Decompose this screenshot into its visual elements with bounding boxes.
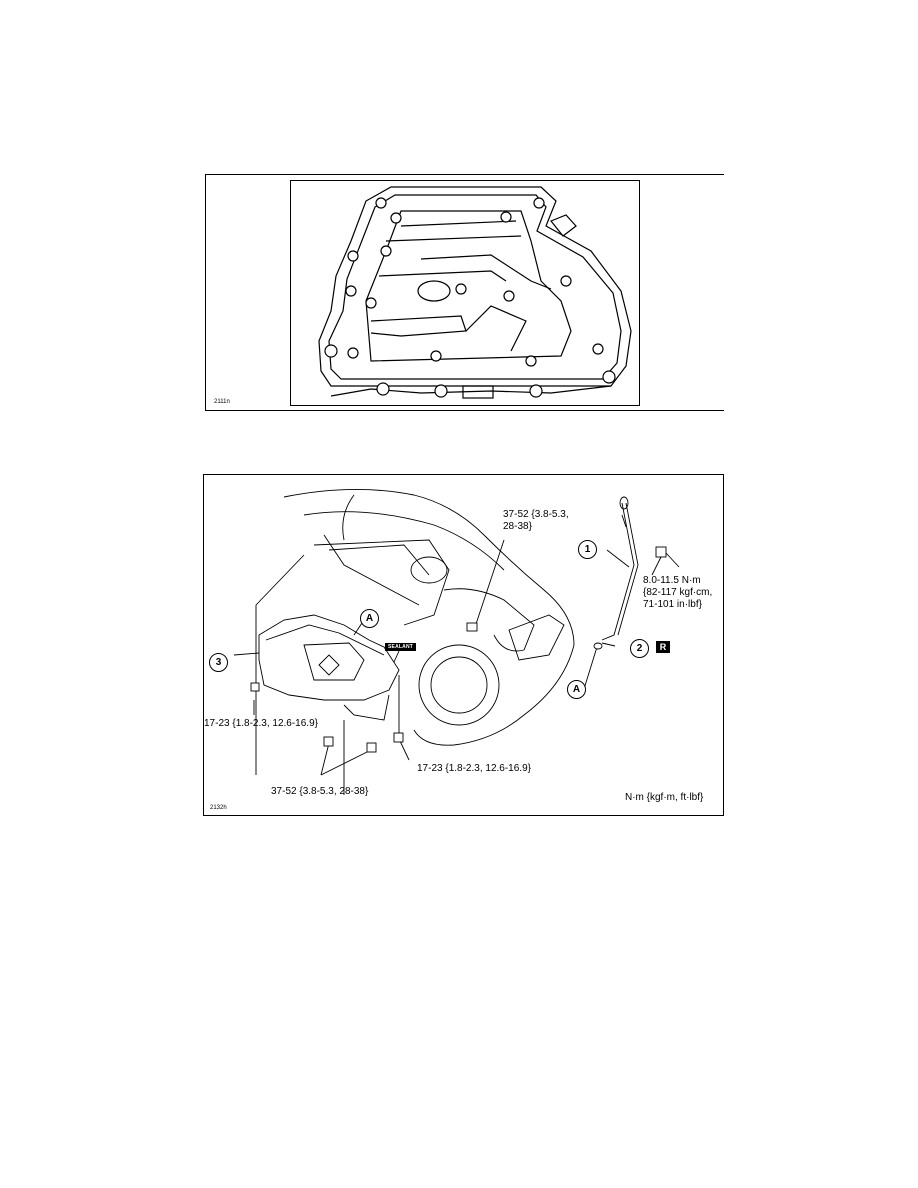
torque-drain-line1: 37-52 {3.8-5.3,	[503, 509, 569, 520]
torque-right-bolt: 17-23 {1.8-2.3, 12.6-16.9}	[417, 763, 531, 774]
oil-pan-illustration	[290, 180, 640, 406]
torque-dipstick-line3: 71-101 in·lbf}	[643, 599, 702, 610]
unit-legend: N·m {kgf·m, ft·lbf}	[625, 792, 704, 803]
torque-dipstick-line1: 8.0-11.5 N·m	[643, 575, 701, 586]
callout-a-top: A	[360, 609, 379, 628]
exploded-view-drawing	[233, 489, 680, 795]
callout-1: 1	[578, 540, 597, 559]
torque-dipstick-line2: {82-117 kgf·cm,	[643, 587, 713, 598]
exploded-view-figure: 2132h 37-52 {3.8-5.3, 28-38} 8.0-11.5 N·…	[203, 474, 724, 816]
callout-3: 3	[209, 653, 228, 672]
callout-a-bottom: A	[567, 680, 586, 699]
oil-pan-figure: 2111n	[205, 174, 724, 411]
callout-2: 2	[630, 639, 649, 658]
oil-pan-drawing	[318, 186, 632, 399]
replace-mark: R	[656, 641, 670, 653]
torque-left-bolt: 17-23 {1.8-2.3, 12.6-16.9}	[204, 718, 318, 729]
sealant-tag: SEALANT	[385, 643, 417, 651]
torque-drain-line2: 28-38}	[503, 521, 532, 532]
torque-bottom-bolts: 37-52 {3.8-5.3, 28-38}	[271, 786, 369, 797]
figure-code: 2132h	[210, 805, 227, 811]
figure-code: 2111n	[214, 399, 230, 405]
